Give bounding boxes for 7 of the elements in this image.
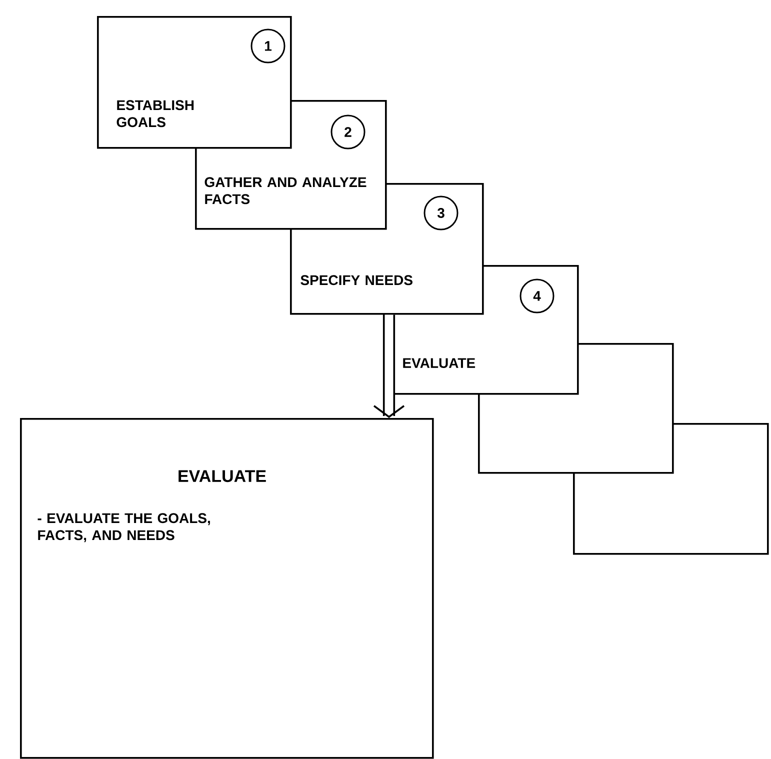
panel-heading: EVALUATE bbox=[178, 470, 266, 482]
hollow-arrow bbox=[373, 314, 405, 418]
step-label: EVALUATE bbox=[403, 358, 476, 368]
panel-text: - EVALUATE THE GOALS, FACTS, AND NEEDS bbox=[38, 513, 210, 542]
step-label: GATHER AND ANALYZE FACTS bbox=[204, 177, 366, 204]
step-label: SPECIFY NEEDS bbox=[300, 275, 412, 286]
step-label: ESTABLISH GOALS bbox=[116, 100, 194, 128]
